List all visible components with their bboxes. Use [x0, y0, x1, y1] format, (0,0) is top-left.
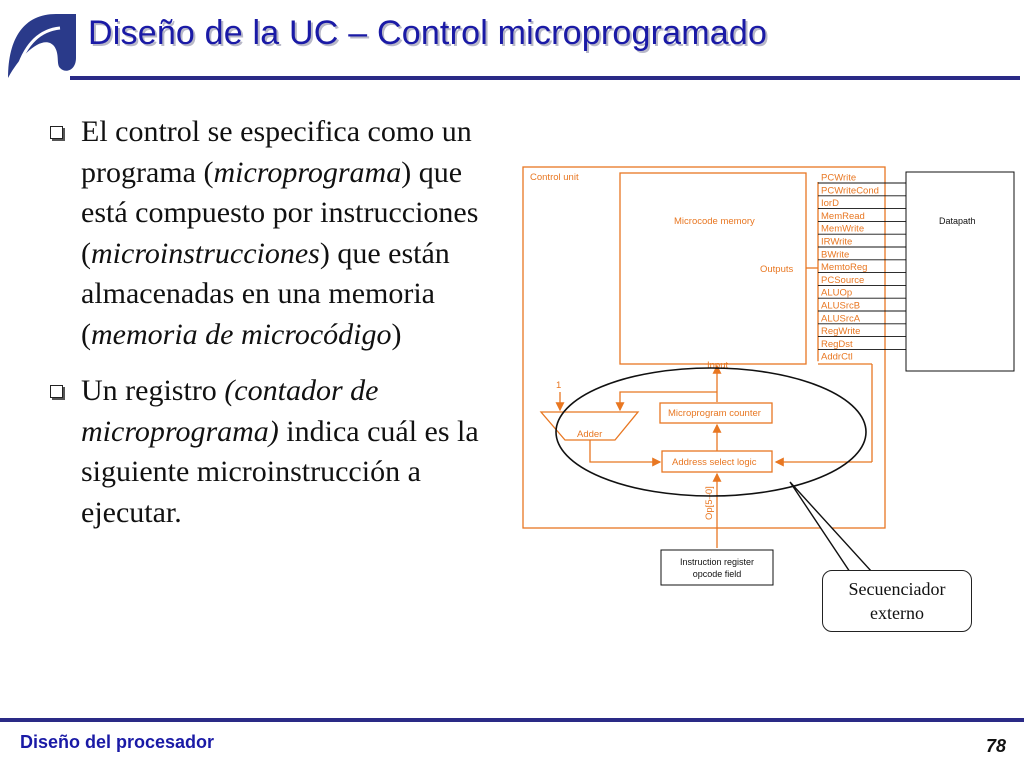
- bullet-text-part: ) que está compuesto por instrucciones (: [81, 155, 479, 270]
- microcode-memory-label: Microcode memory: [674, 216, 755, 227]
- control-unit-box: [522, 166, 886, 529]
- square-bullet-icon: [50, 126, 63, 139]
- bullet-text-part: ) que están almacenadas en una memoria (: [81, 236, 450, 351]
- bullet-text-italic: microprograma: [213, 155, 402, 189]
- signal-label: ALUSrcA: [821, 313, 861, 324]
- page-number: 78: [985, 736, 1006, 756]
- constant-one: 1: [556, 380, 561, 391]
- signal-label: PCWriteCond: [821, 185, 879, 196]
- signal-label: IRWrite: [821, 237, 852, 248]
- signal-label: MemtoReg: [821, 262, 867, 273]
- bullet-text-italic: memoria de microcódigo: [91, 317, 392, 351]
- instruction-register-box: [660, 549, 774, 586]
- outputs-label: Outputs: [760, 264, 794, 275]
- slide-title: Diseño de la UC – Control microprogramad…: [88, 14, 768, 52]
- footer-divider: [0, 718, 1024, 722]
- footer-course-title: Diseño del procesador: [20, 732, 215, 752]
- datapath-label: Datapath: [939, 216, 976, 226]
- bullet-text-part: El control se especifica como un program…: [81, 115, 472, 189]
- signal-label: IorD: [821, 198, 839, 209]
- adder-shape: [539, 411, 640, 441]
- logo-icon: [8, 14, 76, 78]
- signal-label: ALUSrcB: [821, 301, 860, 312]
- signal-label: RegWrite: [821, 326, 860, 337]
- callout-line2: externo: [870, 603, 924, 623]
- signal-label: RegDst: [821, 339, 853, 350]
- signal-label: PCSource: [821, 275, 864, 286]
- bullet-text: El control se especifica como un program…: [81, 112, 514, 355]
- signal-label: BWrite: [821, 249, 849, 260]
- bullet-text-italic: (contador de microprograma): [81, 374, 379, 448]
- bullet-text-part: ): [391, 317, 402, 351]
- microprogram-counter-box: [659, 402, 773, 424]
- counter-to-adder-wire: [615, 391, 717, 412]
- microprogram-counter-label: Microprogram counter: [668, 408, 761, 419]
- datapath-box: [905, 171, 1015, 372]
- signal-label: AddrCtl: [821, 352, 853, 363]
- control-unit-label: Control unit: [530, 172, 579, 183]
- signal-label: MemRead: [821, 211, 865, 222]
- bullet-item: El control se especifica como un program…: [44, 112, 514, 355]
- callout-line1: Secuenciador: [848, 579, 946, 599]
- bullet-item: Un registro (contador de microprograma) …: [44, 371, 514, 533]
- bullet-text-part: indica cuál es la siguiente microinstruc…: [81, 414, 479, 529]
- op-label: Op[5–0]: [704, 486, 715, 520]
- signal-label: MemWrite: [821, 224, 864, 235]
- adder-label: Adder: [577, 429, 602, 440]
- sequencer-callout: Secuenciador externo: [822, 570, 972, 632]
- signal-label: ALUOp: [821, 288, 852, 299]
- square-bullet-icon: [50, 385, 63, 398]
- address-select-label: Address select logic: [672, 457, 757, 468]
- bullet-list: El control se especifica como un program…: [44, 112, 514, 549]
- input-label: Input: [707, 360, 728, 371]
- adder-to-select-wire: [589, 440, 662, 467]
- sequencer-ellipse: [555, 367, 867, 497]
- bullet-text-part: Un registro: [81, 374, 225, 407]
- bullet-text: Un registro (contador de microprograma) …: [81, 371, 514, 533]
- bullet-text-italic: microinstrucciones: [91, 236, 320, 270]
- ir-label-line2: opcode field: [693, 569, 742, 579]
- callout-pointer: [789, 481, 874, 573]
- signal-label: PCWrite: [821, 173, 856, 184]
- ir-label-line1: Instruction register: [680, 557, 754, 567]
- title-divider: [70, 76, 1020, 80]
